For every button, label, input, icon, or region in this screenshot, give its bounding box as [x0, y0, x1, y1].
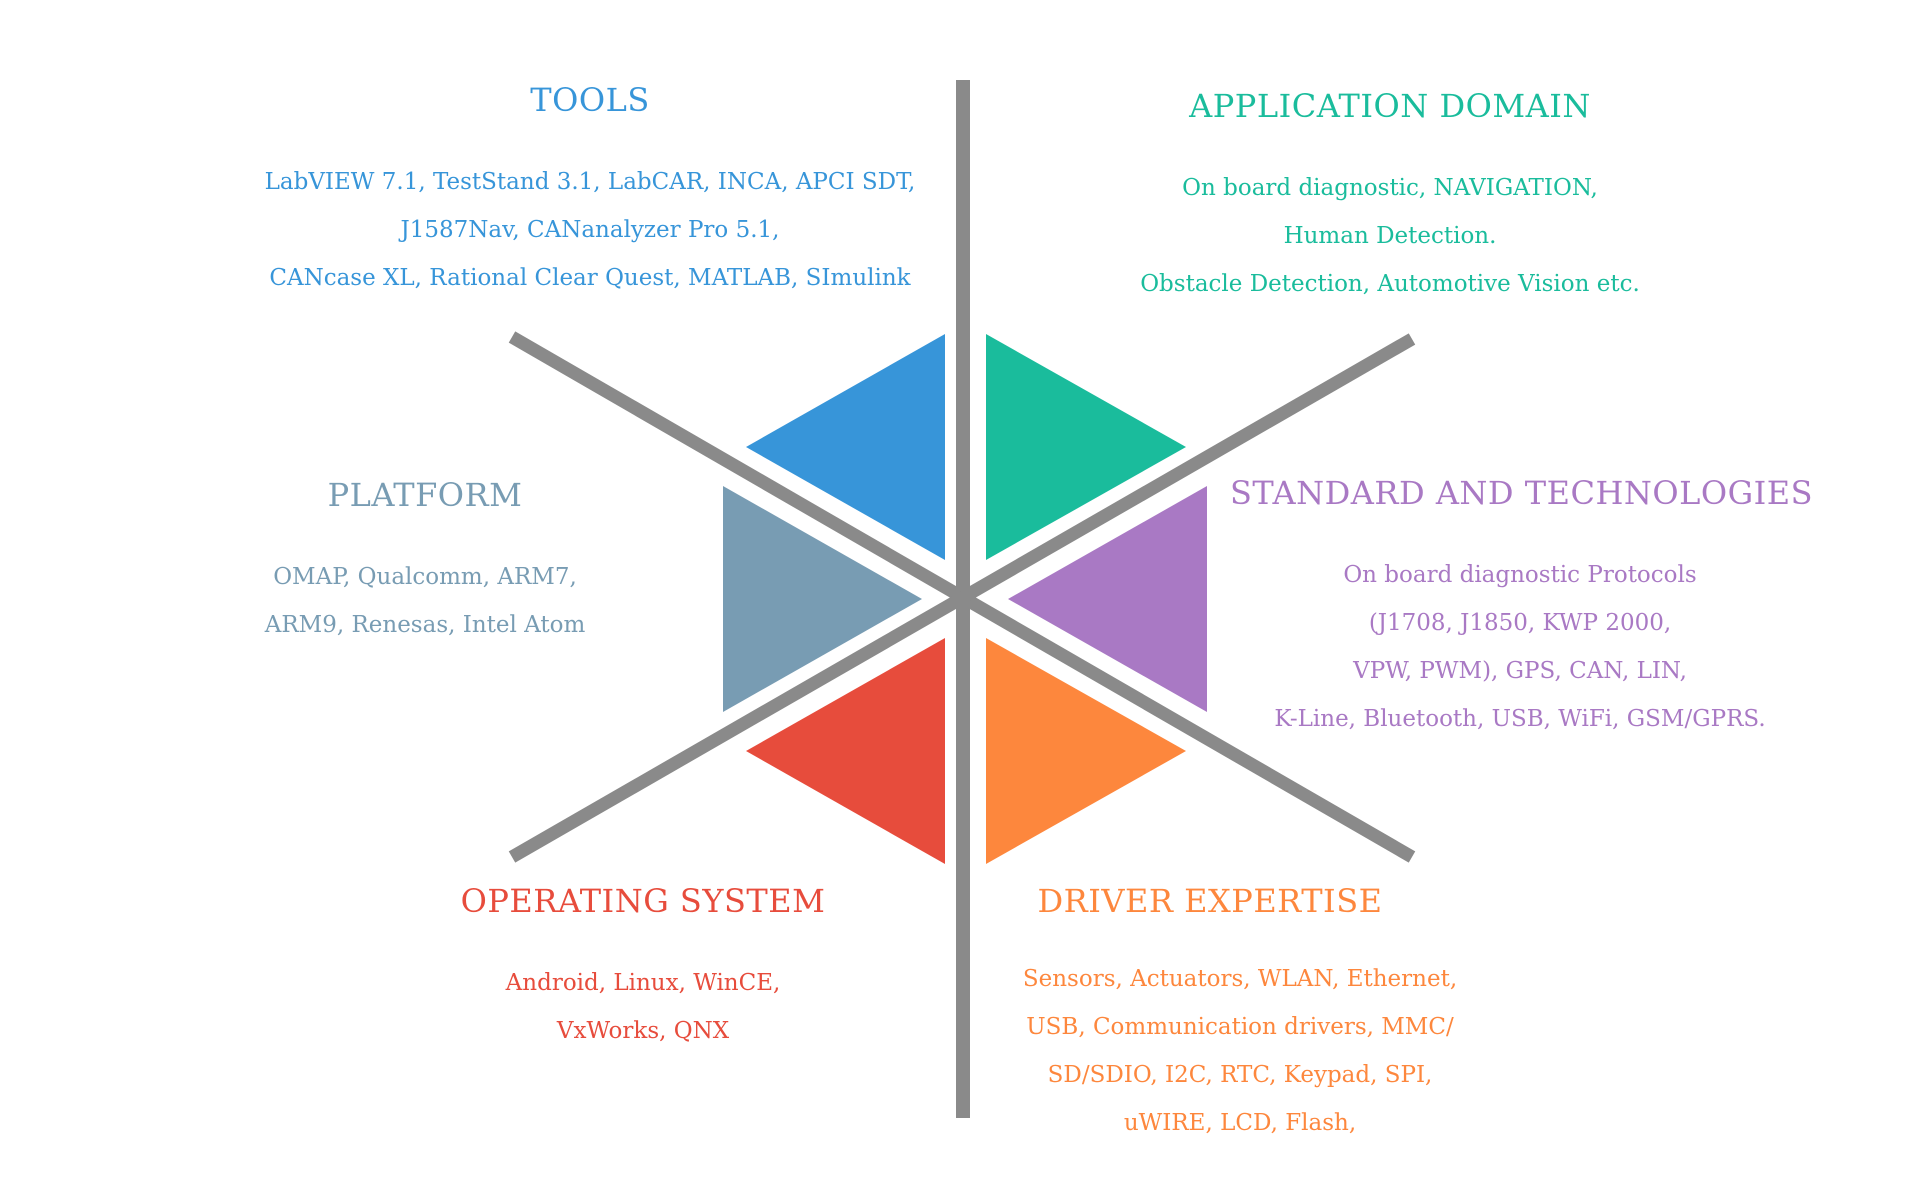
standard-line-1: On board diagnostic Protocols — [1343, 562, 1697, 588]
standard-heading: STANDARD AND TECHNOLOGIES — [1230, 474, 1814, 512]
diagonal-axis-line-ascending — [508, 333, 1416, 863]
standard-wedge — [1008, 486, 1207, 712]
operating-heading: OPERATING SYSTEM — [460, 882, 826, 920]
driver-section: DRIVER EXPERTISE Sensors, Actuators, WLA… — [960, 879, 1600, 1147]
platform-line-1: OMAP, Qualcomm, ARM7, — [273, 564, 577, 590]
tools-section: TOOLS LabVIEW 7.1, TestStand 3.1, LabCAR… — [235, 78, 945, 302]
operating-line-2: VxWorks, QNX — [556, 1018, 730, 1044]
platform-heading: PLATFORM — [327, 476, 523, 514]
standard-line-3: VPW, PWM), GPS, CAN, LIN, — [1353, 658, 1687, 684]
tools-line-3: CANcase XL, Rational Clear Quest, MATLAB… — [269, 265, 911, 291]
platform-wedge — [723, 486, 922, 712]
standard-line-4: K-Line, Bluetooth, USB, WiFi, GSM/GPRS. — [1274, 706, 1766, 732]
driver-wedge — [986, 638, 1186, 864]
driver-line-4: uWIRE, LCD, Flash, — [1123, 1110, 1357, 1136]
standard-line-2: (J1708, J1850, KWP 2000, — [1368, 610, 1672, 636]
platform-line-2: ARM9, Renesas, Intel Atom — [264, 612, 586, 638]
tools-heading: TOOLS — [530, 81, 650, 119]
operating-wedge — [746, 638, 945, 864]
application-wedge — [986, 334, 1186, 560]
application-heading: APPLICATION DOMAIN — [1189, 87, 1591, 125]
driver-line-3: SD/SDIO, I2C, RTC, Keypad, SPI, — [1047, 1062, 1433, 1088]
operating-section: OPERATING SYSTEM Android, Linux, WinCE, … — [443, 879, 843, 1055]
operating-line-1: Android, Linux, WinCE, — [505, 970, 781, 996]
application-line-1: On board diagnostic, NAVIGATION, — [1182, 175, 1598, 201]
standard-section: STANDARD AND TECHNOLOGIES On board diagn… — [1230, 471, 1814, 743]
application-section: APPLICATION DOMAIN On board diagnostic, … — [1090, 84, 1690, 308]
platform-section: PLATFORM OMAP, Qualcomm, ARM7, ARM9, Ren… — [225, 473, 625, 649]
tools-wedge — [746, 334, 945, 560]
tools-line-2: J1587Nav, CANanalyzer Pro 5.1, — [400, 217, 780, 243]
driver-heading: DRIVER EXPERTISE — [1037, 882, 1383, 920]
application-line-3: Obstacle Detection, Automotive Vision et… — [1140, 271, 1640, 297]
tools-line-1: LabVIEW 7.1, TestStand 3.1, LabCAR, INCA… — [264, 169, 916, 195]
application-line-2: Human Detection. — [1283, 223, 1497, 249]
driver-line-2: USB, Communication drivers, MMC/ — [1026, 1014, 1454, 1040]
driver-line-1: Sensors, Actuators, WLAN, Ethernet, — [1022, 966, 1458, 992]
